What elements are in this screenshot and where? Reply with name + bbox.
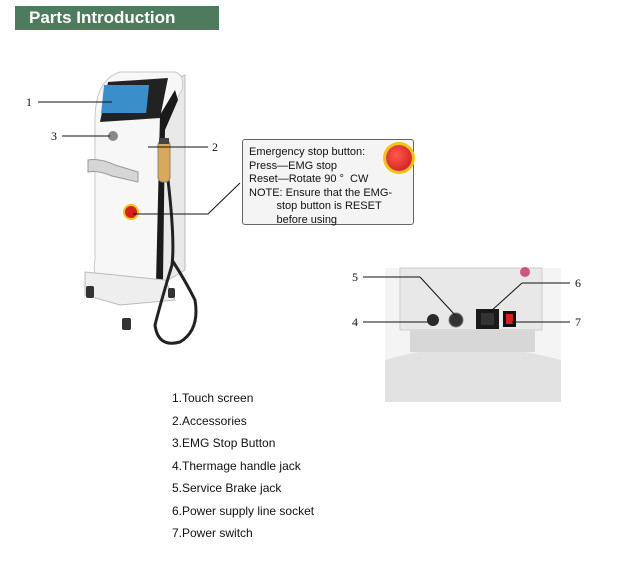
callout-6: 6 [575, 276, 581, 290]
list-item: 4.Thermage handle jack [172, 458, 301, 473]
section-header: Parts Introduction [15, 6, 219, 30]
callout-1: 1 [26, 95, 32, 109]
callout-lines [38, 101, 570, 323]
note-line: Press—EMG stop [249, 159, 338, 172]
callout-5: 5 [352, 270, 358, 284]
note-line: before using [249, 213, 338, 226]
device-body [84, 71, 198, 345]
callout-4: 4 [352, 315, 358, 329]
list-item: 3.EMG Stop Button [172, 436, 276, 450]
note-line: stop button is RESET [249, 200, 382, 212]
note-line: Emergency stop button: [249, 146, 366, 158]
back-panel-photo [385, 267, 561, 402]
list-item: 7.Power switch [172, 526, 253, 540]
note-line: Reset—Rotate 90 ° CW [249, 173, 369, 185]
list-item: 2.Accessories [172, 413, 247, 428]
parts-list: 1.Touch screen 2.Accessories 3.EMG Stop … [172, 390, 314, 548]
list-item: 5.Service Brake jack [172, 481, 282, 495]
list-item: 1.Touch screen [172, 391, 254, 405]
callout-3: 3 [51, 129, 57, 143]
callout-2: 2 [212, 140, 218, 154]
emg-stop-icon [386, 145, 412, 171]
callout-7: 7 [575, 315, 581, 329]
emg-note-box: Emergency stop button: Press—EMG stop Re… [242, 139, 414, 226]
note-line: NOTE: Ensure that the EMG- [249, 186, 393, 199]
list-item: 6.Power supply line socket [172, 503, 315, 518]
